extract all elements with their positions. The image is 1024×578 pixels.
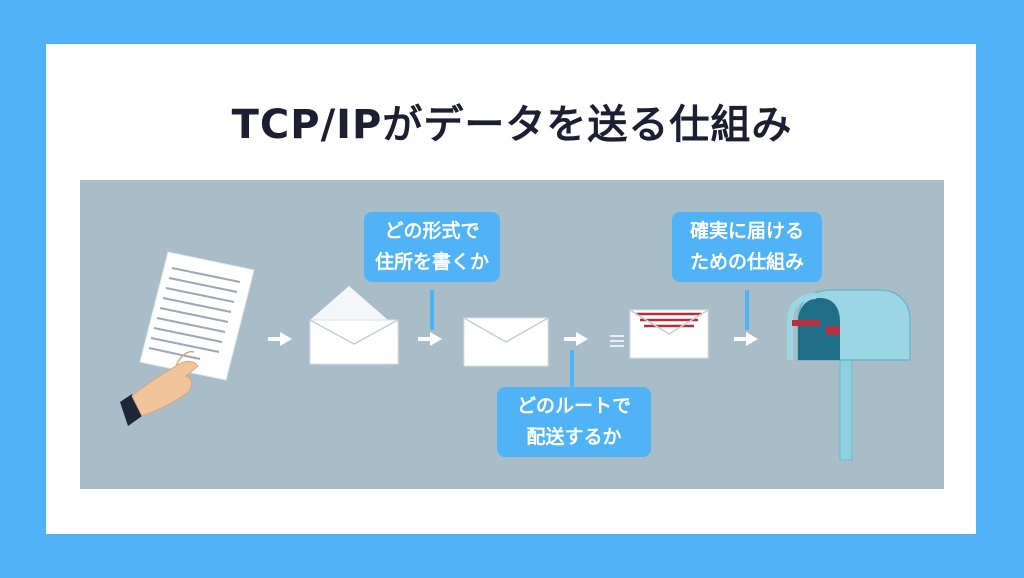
callout-format-line2: 住所を書くか xyxy=(374,251,489,273)
arrow-right-icon xyxy=(418,332,442,346)
page-title: TCP/IPがデータを送る仕組み xyxy=(231,102,793,148)
data-transfer-diagram xyxy=(120,251,911,461)
callout-route-line1: どのルートで xyxy=(516,395,631,417)
callout-delivery-line1: 確実に届ける xyxy=(689,220,804,242)
callout-delivery: 確実に届ける ための仕組み xyxy=(672,212,822,282)
callout-route-line2: 配送するか xyxy=(526,426,622,448)
document-icon xyxy=(139,251,255,381)
arrow-right-icon xyxy=(734,332,758,346)
flow-arrows xyxy=(268,332,758,346)
callout-format-line1: どの形式で xyxy=(384,220,480,242)
hand-icon xyxy=(120,350,199,426)
envelope-icon xyxy=(463,317,549,367)
callout-format: どの形式で 住所を書くか xyxy=(364,212,500,282)
callout-delivery-line2: ための仕組み xyxy=(689,251,804,273)
airmail-envelope-icon xyxy=(610,309,709,359)
arrow-right-icon xyxy=(268,332,292,346)
arrow-right-icon xyxy=(564,332,588,346)
open-envelope-icon xyxy=(309,286,399,365)
callout-pointers xyxy=(430,290,749,390)
callout-route: どのルートで 配送するか xyxy=(497,387,651,457)
mailbox-icon xyxy=(787,289,911,461)
